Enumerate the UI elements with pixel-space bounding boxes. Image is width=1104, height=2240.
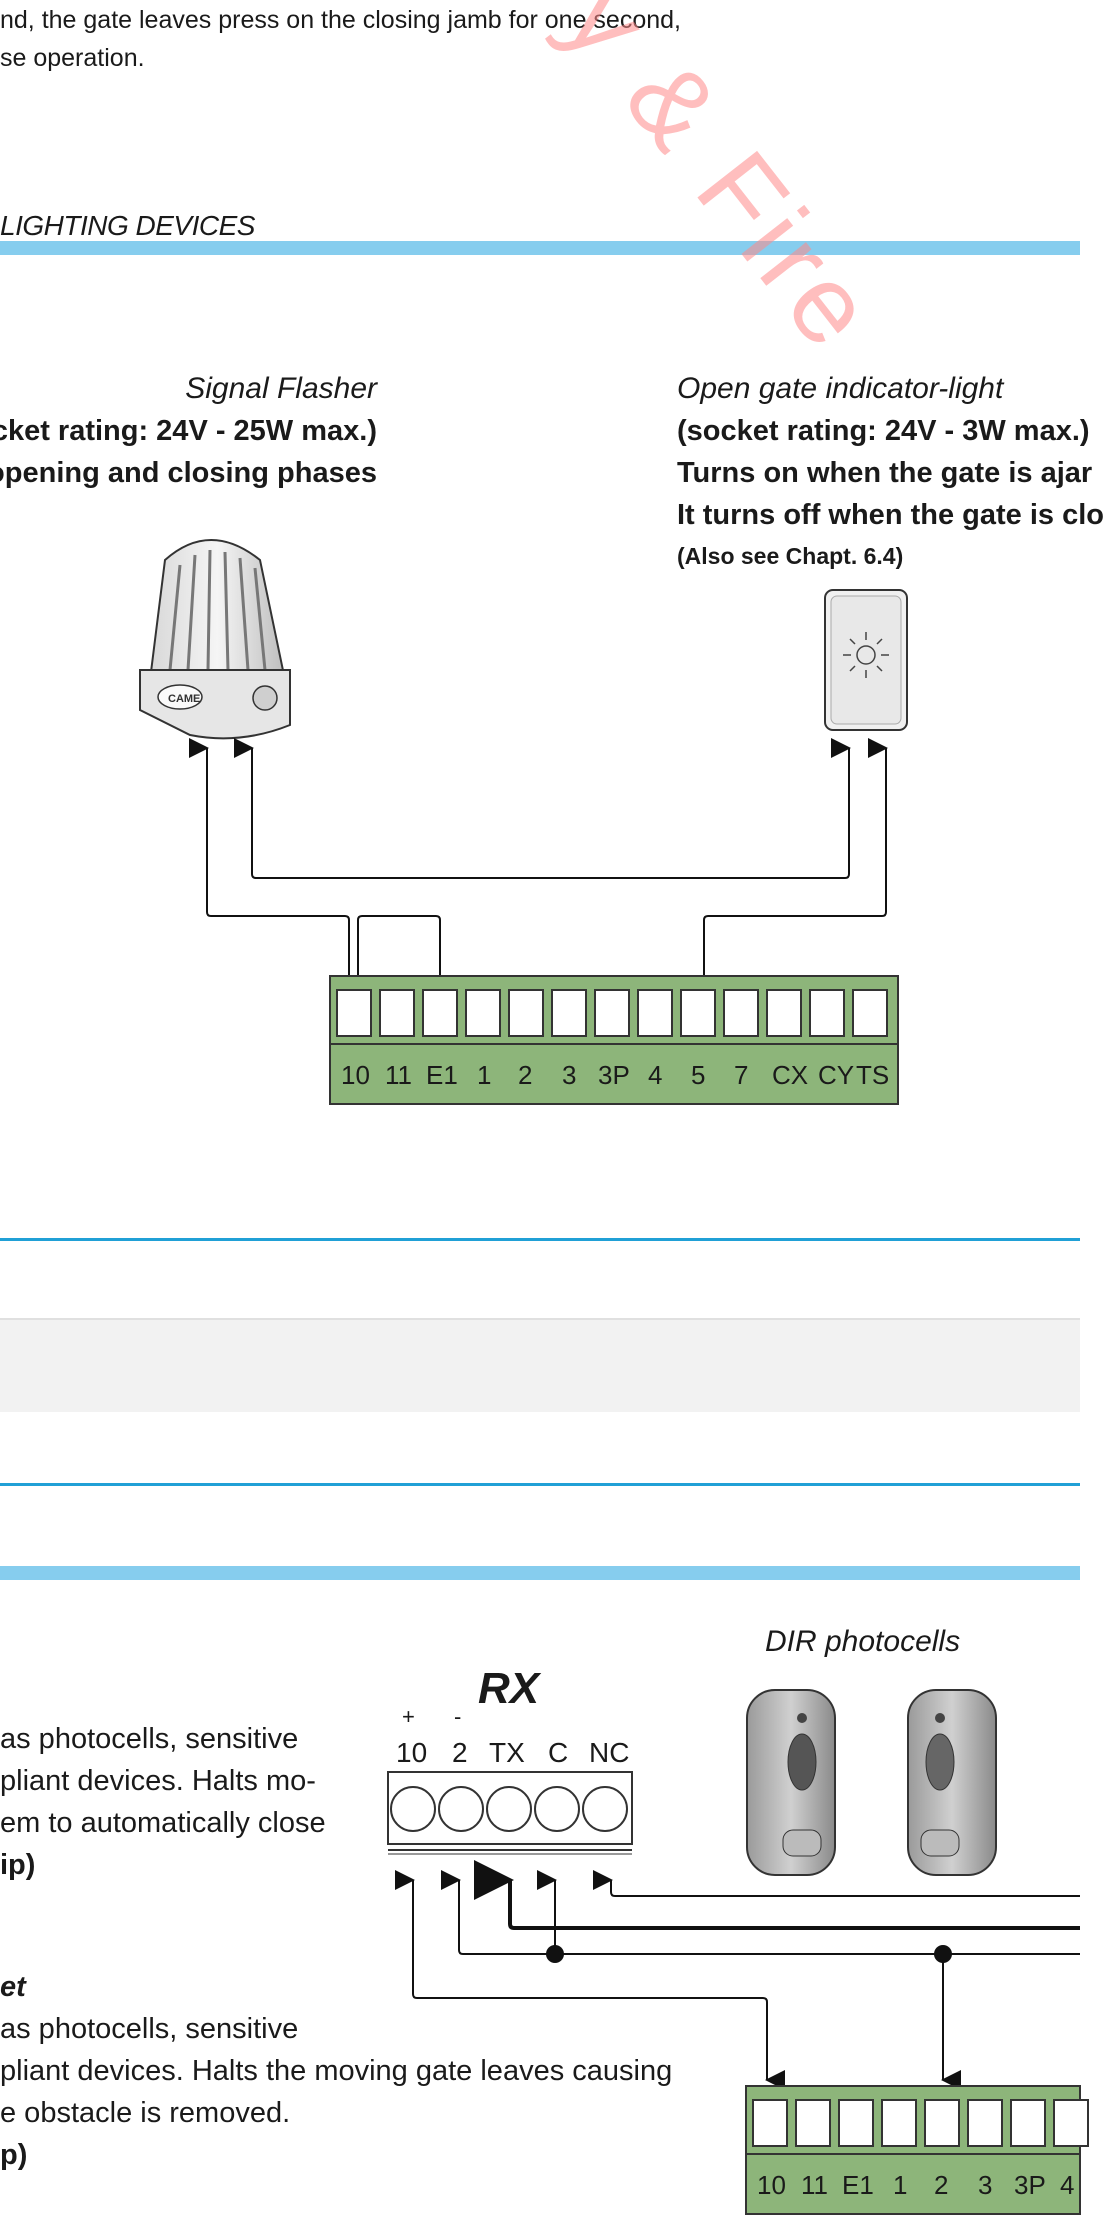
intro-line-1: nd, the gate leaves press on the closing… <box>0 6 681 34</box>
rx-label: 10 <box>396 1737 428 1768</box>
tb1-label: 1 <box>477 1060 491 1090</box>
tb2-label: 3P <box>1014 2170 1046 2200</box>
rx-label: NC <box>589 1737 630 1768</box>
divider-rule <box>0 1483 1080 1486</box>
stop-text-1-line: as photocells, sensitive <box>0 1723 299 1755</box>
lighting-wiring-diagram: CAME 10 11 E1 1 2 3 3P 4 <box>139 539 908 1105</box>
indicator-title: Open gate indicator-light <box>677 372 1004 405</box>
tb1-label: TS <box>856 1060 889 1090</box>
stop-text-2-line: as photocells, sensitive <box>0 2013 299 2045</box>
stop-text-1: as photocells, sensitive pliant devices.… <box>0 1718 326 1886</box>
rx-label: TX <box>489 1737 525 1768</box>
flasher-phases: opening and closing phases <box>0 457 377 489</box>
signal-flasher-icon: CAME <box>139 539 291 740</box>
indicator-off: It turns off when the gate is clo <box>677 499 1104 531</box>
stop-text-2-line: e obstacle is removed. <box>0 2097 291 2129</box>
rx-terminal <box>387 1771 633 1855</box>
indicator-on: Turns on when the gate is ajar <box>677 457 1093 489</box>
indicator-light-icon <box>824 589 908 731</box>
tb1-label: 10 <box>341 1060 370 1090</box>
tb1-label: CY <box>818 1060 854 1090</box>
tb1-label: 4 <box>648 1060 662 1090</box>
rx-plus: + <box>402 1704 415 1729</box>
tb1-label: 11 <box>385 1060 412 1090</box>
flasher-rating: cket rating: 24V - 25W max.) <box>0 415 377 447</box>
rx-label: 2 <box>452 1737 468 1768</box>
stop-text-2-heading: et <box>0 1971 26 2003</box>
divider-rule <box>0 1238 1080 1241</box>
tb2-label: 2 <box>934 2170 948 2200</box>
stop-text-1-line: pliant devices. Halts mo- <box>0 1765 316 1797</box>
stop-text-2-line: p) <box>0 2139 28 2171</box>
tb1-label: 5 <box>691 1060 705 1090</box>
terminal-block-2: 10 11 E1 1 2 3 3P 4 <box>745 2085 1089 2215</box>
indicator-note: (Also see Chapt. 6.4) <box>677 543 904 569</box>
tb1-label: CX <box>772 1060 808 1090</box>
section-bar-lighting <box>0 241 1080 255</box>
indicator-rating: (socket rating: 24V - 3W max.) <box>677 415 1090 447</box>
watermark: y & Fire <box>541 0 902 374</box>
rx-minus: - <box>454 1704 462 1729</box>
photocell-rx-icon <box>746 1689 836 1876</box>
tb1-label: 3 <box>562 1060 576 1090</box>
terminal-block-1: 10 11 E1 1 2 3 3P 4 5 7 CX CY TS <box>329 975 899 1105</box>
tb2-label: 11 <box>801 2170 828 2200</box>
tb1-label: 2 <box>518 1060 532 1090</box>
photocells-title: DIR photocells <box>765 1625 961 1658</box>
tb2-label: 3 <box>978 2170 992 2200</box>
tb1-label: 3P <box>598 1060 630 1090</box>
rx-title: RX <box>478 1664 540 1713</box>
intro-line-2: se operation. <box>0 44 145 72</box>
section-title-lighting: LIGHTING DEVICES <box>0 210 255 241</box>
flasher-brand: CAME <box>168 693 200 705</box>
gray-band <box>0 1318 1080 1412</box>
tb1-label: E1 <box>426 1060 458 1090</box>
photocell-wiring-diagram: 10 11 E1 1 2 3 3P 4 <box>387 1689 1089 2215</box>
tb2-label: 10 <box>757 2170 786 2200</box>
photocell-tx-icon <box>907 1689 997 1876</box>
tb2-label: 1 <box>893 2170 907 2200</box>
tb2-label: E1 <box>842 2170 874 2200</box>
rx-label: C <box>548 1737 569 1768</box>
stop-text-1-line: ip) <box>0 1849 36 1881</box>
stop-text-1-line: em to automatically close <box>0 1807 326 1839</box>
flasher-title: Signal Flasher <box>185 372 377 405</box>
tb2-label: 4 <box>1060 2170 1074 2200</box>
tb1-label: 7 <box>734 1060 748 1090</box>
section-bar-photocells <box>0 1566 1080 1580</box>
